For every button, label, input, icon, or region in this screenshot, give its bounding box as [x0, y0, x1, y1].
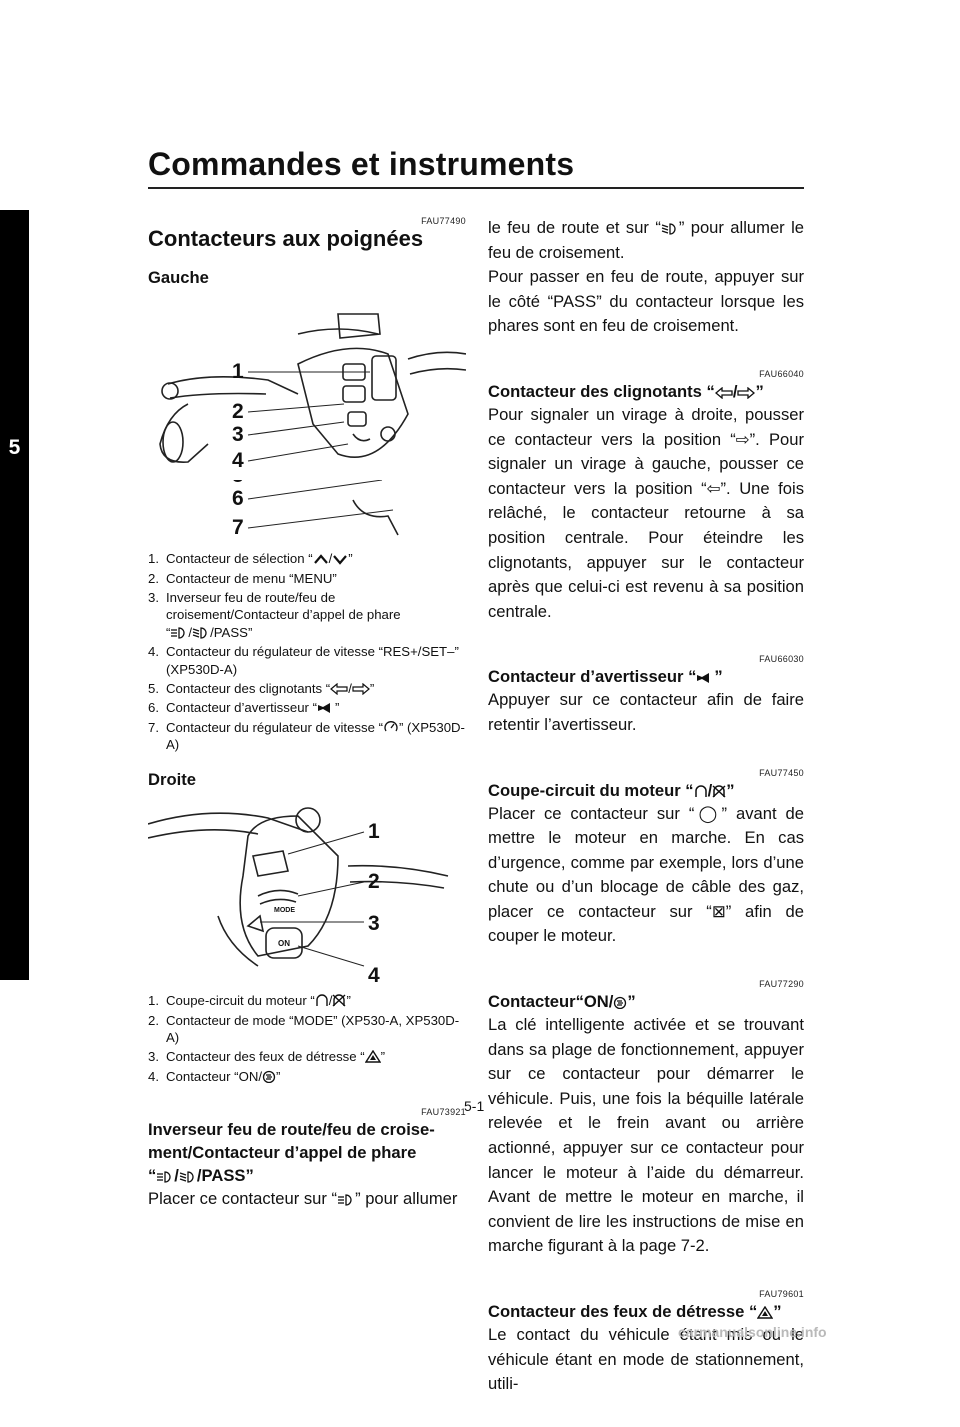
- list-item: 1.Contacteur de sélection “/”: [148, 551, 353, 567]
- body-text: Placer ce contacteur sur “◯” avant de me…: [488, 803, 804, 946]
- section-title: Contacteur des clignotants “/”: [488, 381, 764, 401]
- gauche-caption-list: 1.Contacteur de sélection “/” 2.Contacte…: [148, 550, 466, 753]
- stop-icon: [332, 994, 346, 1007]
- fig-callout-3: 3: [232, 423, 244, 446]
- fig-callout-4: 4: [368, 964, 380, 986]
- section-hazard: FAU79601 Contacteur des feux de détresse…: [488, 1289, 804, 1397]
- right-handlebar-figure: MODE ON 1 2 3 4: [148, 807, 449, 986]
- hazard-icon: [757, 1306, 774, 1319]
- list-item: 7.Contacteur du régulateur de vitesse “”…: [148, 719, 465, 753]
- fig-callout-6: 6: [232, 487, 244, 510]
- left-handlebar-figure: 1 2 3 4: [159, 313, 466, 472]
- list-item: 6.Contacteur d’avertisseur “”: [148, 700, 340, 716]
- body-text: La clé intelligente activée et se trouva…: [488, 1015, 804, 1256]
- low-beam-icon: [192, 627, 207, 639]
- section-code: FAU66030: [759, 654, 804, 665]
- right-arrow-icon: [737, 386, 756, 399]
- section-turn-signal: FAU66040 Contacteur des clignotants “/” …: [488, 369, 804, 624]
- body-text: Placer ce contacteur sur “” pour allumer: [148, 1189, 458, 1209]
- fig-mode-label: MODE: [274, 907, 295, 914]
- fig-callout-1: 1: [232, 360, 244, 383]
- low-beam-icon: [179, 1171, 194, 1183]
- fig-callout-7: 7: [232, 516, 244, 539]
- left-arrow-icon: [330, 683, 348, 696]
- fig-callout-5: 5: [232, 480, 244, 487]
- droite-caption-list: 1.Coupe-circuit du moteur “/” 2.Contacte…: [148, 992, 466, 1085]
- section-code: FAU77490: [421, 216, 466, 226]
- title-rule: [148, 187, 804, 189]
- fig-callout-2: 2: [368, 870, 380, 893]
- list-item: 5.Contacteur des clignotants “/”: [148, 681, 375, 697]
- up-chevron-icon: [313, 554, 328, 564]
- section-engine-stop: FAU77450 Coupe-circuit du moteur “/” Pla…: [488, 768, 804, 950]
- section-title: Contacteur“ON/”: [488, 992, 636, 1012]
- section-title: Contacteur d’avertisseur “”: [488, 667, 723, 687]
- section-title: Inverseur feu de route/feu de croise-men…: [148, 1120, 435, 1186]
- stop-icon: [712, 784, 726, 798]
- list-item: 4.Contacteur du régulateur de vitesse “R…: [148, 644, 459, 677]
- page-number: 5-1: [464, 1098, 485, 1114]
- section-code: FAU73921: [421, 1107, 466, 1118]
- list-item: 2.Contacteur de mode “MODE” (XP530-A, XP…: [148, 1012, 460, 1046]
- list-item: 2.Contacteur de menu “MENU”: [148, 570, 337, 586]
- run-icon: [316, 994, 328, 1007]
- section-title: Contacteurs aux poignées: [148, 226, 424, 251]
- right-arrow-icon: [352, 683, 370, 696]
- down-chevron-icon: [333, 555, 348, 565]
- page-title: Commandes et instruments: [148, 146, 575, 182]
- section-code: FAU79601: [759, 1289, 804, 1299]
- body-text: Pour signaler un virage à droite, pousse…: [488, 404, 804, 621]
- fig-callout-4: 4: [232, 449, 244, 472]
- chapter-number: 5: [8, 436, 21, 459]
- horn-icon: [318, 703, 330, 714]
- left-arrow-icon: [714, 386, 733, 399]
- body-text: Appuyer sur ce contacteur afin de faire …: [488, 690, 804, 734]
- horn-icon: [697, 673, 710, 684]
- list-item: 3.Inverseur feu de route/feu de croiseme…: [148, 590, 401, 640]
- cruise-icon: [384, 720, 398, 732]
- list-item: 1.Coupe-circuit du moteur “/”: [148, 993, 351, 1009]
- section-title: Contacteur des feux de détresse “”: [488, 1302, 782, 1321]
- high-beam-icon: [157, 1171, 171, 1183]
- section-title: Coupe-circuit du moteur “/”: [488, 780, 735, 800]
- section-code: FAU77450: [759, 767, 804, 778]
- body-text: Pour passer en feu de route, appuyer sur…: [488, 267, 804, 336]
- list-item: 4.Contacteur “ON/”: [148, 1068, 281, 1084]
- left-column: FAU77490 Contacteurs aux poignées Gauche…: [148, 216, 466, 1212]
- section-horn: FAU66030 Contacteur d’avertisseur “” App…: [488, 654, 804, 737]
- section-start: FAU77290 Contacteur“ON/” La clé intellig…: [488, 979, 804, 1259]
- right-column: le feu de route et sur “” pour allumer l…: [488, 216, 804, 1427]
- high-beam-icon: [171, 627, 185, 639]
- gauche-label: Gauche: [148, 267, 209, 287]
- watermark: carmanualsonline.info: [678, 1324, 827, 1340]
- start-icon: [614, 996, 627, 1010]
- run-icon: [694, 784, 707, 797]
- section-continuation: le feu de route et sur “” pour allumer l…: [488, 216, 804, 339]
- low-beam-icon: [661, 223, 676, 235]
- start-icon: [262, 1070, 276, 1083]
- section-code: FAU66040: [759, 368, 804, 379]
- section-code: FAU77290: [759, 979, 804, 990]
- list-item: 3.Contacteur des feux de détresse “”: [148, 1049, 386, 1065]
- fig-callout-2: 2: [232, 400, 244, 423]
- body-text: le feu de route et sur “” pour allumer l…: [488, 218, 804, 262]
- fig-on-label: ON: [278, 939, 290, 948]
- hazard-icon: [364, 1050, 381, 1064]
- high-beam-icon: [338, 1194, 352, 1206]
- droite-label: Droite: [148, 769, 196, 789]
- fig-callout-3: 3: [368, 912, 380, 935]
- left-handlebar-figure-lower: 5 6 7: [232, 480, 399, 539]
- chapter-tab: 5: [0, 210, 29, 980]
- fig-callout-1: 1: [368, 820, 380, 843]
